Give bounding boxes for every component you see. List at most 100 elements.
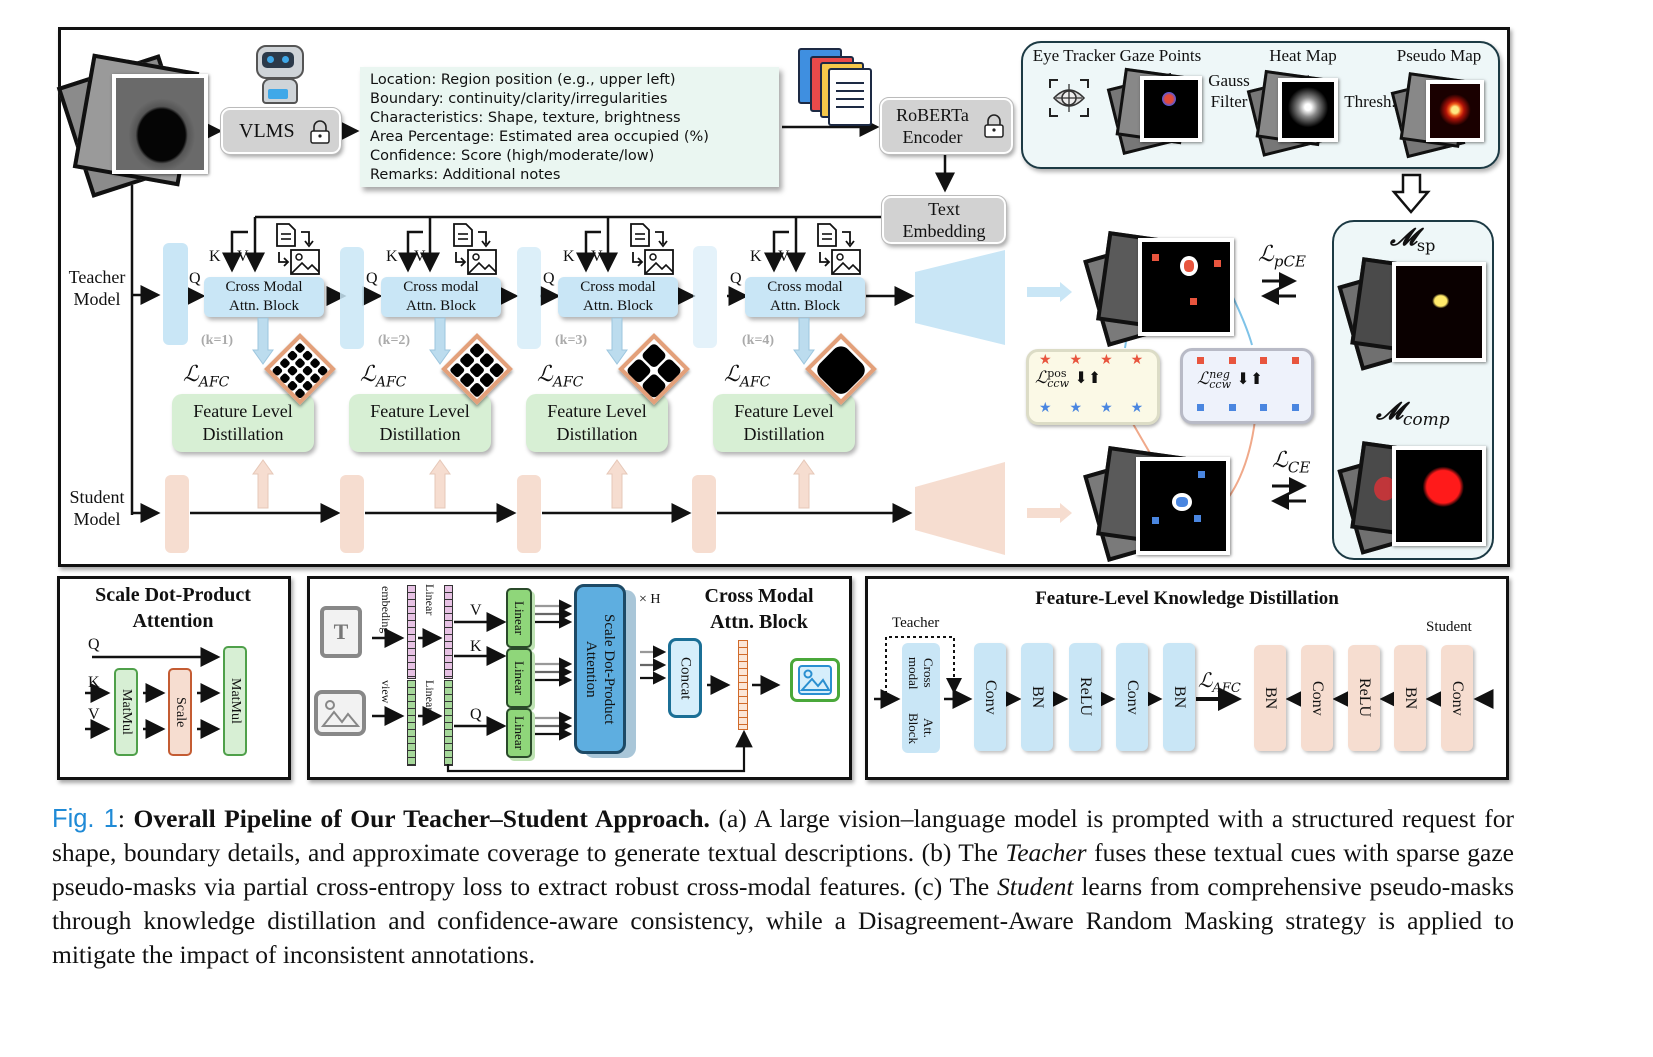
view-label: view	[379, 680, 393, 704]
mri-image	[112, 74, 208, 174]
loss-symbol: ℒ	[360, 362, 376, 387]
heads-multiplier: × H	[639, 592, 661, 607]
up-hollow-arrow	[429, 459, 451, 509]
loss-symbol: ℒ	[724, 362, 740, 387]
caption-teacher: Teacher	[1005, 838, 1087, 867]
output-token-column	[738, 640, 748, 730]
q-label: Q	[189, 270, 201, 287]
flkd-student-label: Student	[1426, 619, 1472, 635]
caption-student: Student	[997, 872, 1074, 901]
student-encoder-layer	[340, 475, 364, 553]
neg-square-row	[1193, 404, 1303, 411]
linear-k: Linear	[506, 648, 532, 708]
sdpa-title-line1: Scale Dot-Product	[95, 584, 251, 606]
teacher-encoder-layer	[163, 243, 188, 345]
robot-icon	[248, 45, 308, 104]
cmab-title-line1: Cross Modal	[704, 585, 814, 607]
student-prediction-image	[1083, 446, 1238, 563]
loss-subscript: ccw	[1209, 377, 1231, 391]
v-label: V	[591, 248, 603, 265]
afc-loss-label: ℒAFC	[360, 362, 406, 390]
v-label: V	[237, 248, 249, 265]
down-up-arrows: ⬇⬆	[1074, 368, 1102, 387]
heat-map-label: Heat Map	[1269, 46, 1337, 65]
vlms-label: VLMS	[239, 120, 295, 142]
image-token-column	[407, 680, 416, 766]
fld-line2: Distillation	[202, 424, 284, 444]
caption-part-a: (a) A large vision–language model is pro…	[52, 804, 1515, 867]
pos-square-row	[1193, 357, 1303, 364]
flkd-student-layer: BN	[1394, 645, 1426, 751]
teacher-model-label: Teacher Model	[60, 266, 134, 310]
loss-symbol: ℒ	[537, 362, 553, 387]
figure-caption: Fig. 1: Overall Pipeline of Our Teacher–…	[52, 802, 1514, 972]
caption-colon: :	[117, 804, 125, 833]
sdpa-matmul1: MatMul	[114, 668, 138, 756]
v-label: V	[778, 248, 790, 265]
flkd-teacher-layer: Conv	[1116, 643, 1148, 751]
sdpa-matmul2: MatMul	[223, 646, 247, 756]
loss-subscript: AFC	[1212, 681, 1241, 696]
k-label: K	[386, 248, 398, 265]
mask-subscript: sp	[1416, 235, 1436, 255]
mask-sp-image	[1337, 256, 1486, 371]
fld-line2: Distillation	[743, 424, 825, 444]
sdpa-k-label: K	[88, 674, 100, 691]
vlm-prompt-template: Location: Region position (e.g., upper l…	[360, 67, 779, 187]
encoder-label-line2: Encoder	[902, 127, 963, 147]
cmab-v-label: V	[470, 602, 482, 619]
lock-icon	[309, 120, 330, 144]
mask-comp-label: 𝓜comp	[1376, 396, 1450, 430]
linear-label-image: Linear	[423, 680, 437, 712]
cmab-sdpa-line2: Attention	[583, 640, 599, 698]
loss-symbol: ℒ	[1197, 369, 1210, 389]
encoder-label-line1: RoBERTa	[896, 105, 969, 125]
attn-block-line2: Attn. Block	[405, 298, 476, 314]
output-image-icon	[790, 658, 840, 702]
gaze-points-image	[1106, 67, 1202, 155]
sdpa-v-label: V	[88, 706, 100, 723]
fld-line1: Feature Level	[370, 401, 470, 421]
afc-loss-label: ℒAFC	[183, 362, 229, 390]
up-hollow-arrow	[793, 459, 815, 509]
attn-block-line1: Cross Modal	[225, 279, 303, 295]
teacher-label-line2: Model	[73, 289, 121, 309]
loss-symbol: ℒ	[1272, 448, 1288, 473]
figure-number: Fig. 1	[52, 805, 118, 833]
eye-tracker-label: Eye Tracker Gaze Points	[1032, 46, 1202, 65]
loss-pce-label: ℒpCE	[1258, 242, 1306, 270]
attn-block-line1: Cross modal	[580, 279, 656, 295]
student-label-line1: Student	[69, 487, 125, 507]
flkd-title: Feature-Level Knowledge Distillation	[1035, 588, 1339, 609]
student-encoder-layer	[165, 475, 189, 553]
thresh-label: Thresh.	[1344, 92, 1396, 111]
loss-symbol: ℒ	[1035, 368, 1048, 388]
loss-subscript: pCE	[1273, 252, 1306, 271]
documents-icon	[798, 48, 872, 126]
sdpa-q-label: Q	[88, 636, 100, 653]
text-file-icon: T	[320, 606, 362, 658]
prompt-line: Confidence: Score (high/moderate/low)	[370, 148, 655, 164]
flkd-student-layer: ReLU	[1348, 645, 1380, 751]
text-to-image-icon	[816, 222, 864, 276]
flkd-teacher-layer: BN	[1021, 643, 1053, 751]
student-label-line2: Model	[73, 509, 121, 529]
down-up-arrows: ⬇⬆	[1236, 369, 1264, 388]
attn-block-line2: Attn. Block	[229, 298, 299, 314]
lock-icon	[983, 114, 1005, 138]
vlms-box: VLMS	[220, 107, 342, 155]
cross-block-line1: Cross modal	[906, 656, 936, 690]
pseudo-map-label: Pseudo Map	[1396, 46, 1482, 65]
afc-loss-label: ℒAFC	[537, 362, 583, 390]
loss-symbol: ℒ	[183, 362, 199, 387]
sdpa-title-line2: Attention	[132, 610, 214, 632]
loss-subscript: AFC	[552, 374, 584, 391]
fld-line2: Distillation	[556, 424, 638, 444]
fld-line2: Distillation	[379, 424, 461, 444]
